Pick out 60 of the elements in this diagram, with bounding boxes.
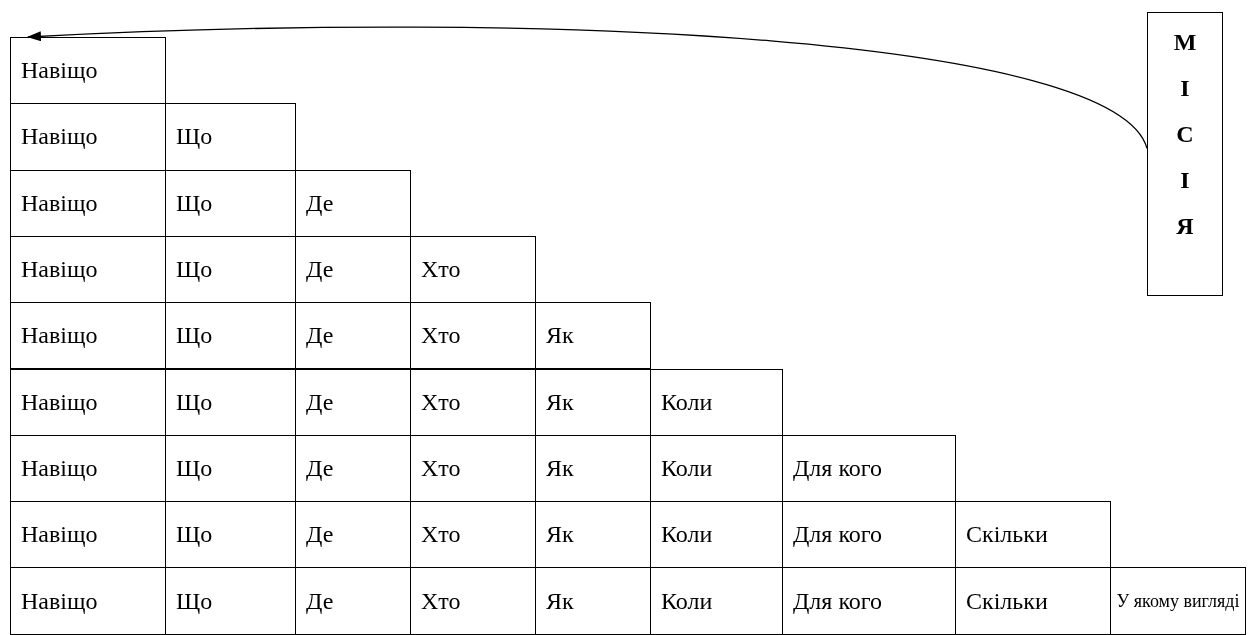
cell-text: Де (306, 189, 334, 217)
cell-text: Хто (421, 521, 461, 549)
cell-text: Навіщо (21, 189, 98, 217)
cell-text: Де (306, 388, 334, 416)
cell-text: Що (176, 388, 213, 416)
cell-text: Навіщо (21, 256, 98, 284)
cell-text: Навіщо (21, 587, 98, 615)
table-cell (165, 103, 296, 171)
cell-text: Як (546, 587, 574, 615)
vertical-label: МІСІЯ (1173, 28, 1197, 241)
cell-text: Що (176, 587, 213, 615)
cell-text: Де (306, 322, 334, 350)
cell-text: Що (176, 322, 213, 350)
cell-text: Хто (421, 388, 461, 416)
table-cell (410, 235, 536, 304)
table-cell (535, 302, 651, 370)
table-cell (650, 368, 783, 436)
table-cell (1110, 567, 1246, 635)
cell-text: Що (176, 123, 213, 151)
cell-text: Навіщо (21, 57, 98, 85)
cell-text: Навіщо (21, 521, 98, 549)
cell-text: У якому вигляді (1116, 590, 1240, 612)
table-cell (10, 567, 166, 635)
table-cell (295, 169, 411, 237)
cell-text: Хто (421, 587, 461, 615)
cell-text: Хто (421, 256, 461, 284)
cell-text: Як (546, 322, 574, 350)
cell-text: Де (306, 256, 334, 284)
cell-text: Хто (421, 454, 461, 482)
cell-text: Скільки (966, 521, 1048, 549)
cell-text: Де (306, 454, 334, 482)
table-cell (10, 37, 166, 105)
cell-text: Як (546, 521, 574, 549)
cell-text: Коли (661, 521, 713, 549)
cell-text: Що (176, 454, 213, 482)
cell-text: Що (176, 521, 213, 549)
cell-text: Для кого (793, 454, 883, 482)
cell-text: Навіщо (21, 322, 98, 350)
cell-text: Навіщо (21, 454, 98, 482)
cell-text: Як (546, 388, 574, 416)
cell-text: Коли (661, 388, 713, 416)
cell-text: Для кого (793, 521, 883, 549)
cell-text: Коли (661, 587, 713, 615)
cell-text: Коли (661, 454, 713, 482)
curved-arrow (27, 26, 1148, 149)
table-cell (10, 368, 166, 436)
table-cell (782, 434, 956, 503)
cell-text: Як (546, 454, 574, 482)
cell-text: Що (176, 256, 213, 284)
cell-text: Скільки (966, 587, 1048, 615)
table-cell (955, 501, 1111, 569)
cell-text: Де (306, 521, 334, 549)
cell-text: Де (306, 587, 334, 615)
cell-text: Навіщо (21, 123, 98, 151)
mission-box (1147, 12, 1223, 296)
cell-text: Для кого (793, 587, 883, 615)
table-cell (10, 302, 166, 370)
cell-text: Навіщо (21, 388, 98, 416)
cell-text: Що (176, 189, 213, 217)
cell-text: Хто (421, 322, 461, 350)
